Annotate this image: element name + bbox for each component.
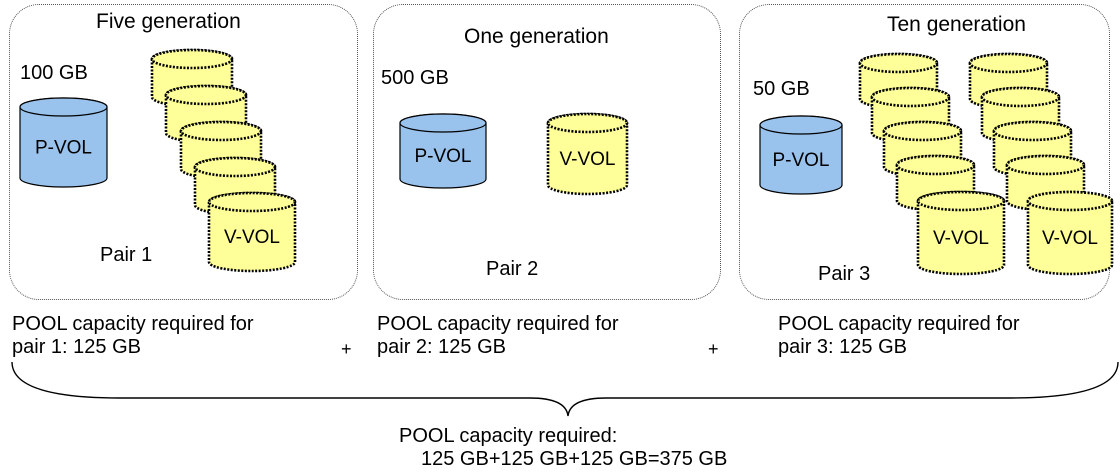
v-vol-label: V-VOL bbox=[560, 149, 616, 170]
v-vol-label: V-VOL bbox=[1042, 228, 1098, 249]
required-text-2-line2: pair 2: 125 GB bbox=[377, 336, 506, 358]
v-vol-cylinder-pair-3-gen-10: V-VOL bbox=[1026, 190, 1114, 276]
pair-label-2: Pair 2 bbox=[486, 258, 539, 280]
v-vol-label: V-VOL bbox=[224, 227, 280, 248]
required-text-1: POOL capacity required for pair 1: 125 G… bbox=[12, 313, 254, 359]
generation-title-2: One generation bbox=[464, 25, 609, 48]
pair-label-1: Pair 1 bbox=[100, 244, 153, 266]
p-vol-cylinder-pair-1: P-VOL bbox=[19, 97, 108, 188]
plus-operator-2: + bbox=[708, 339, 719, 359]
p-vol-label: P-VOL bbox=[35, 138, 92, 159]
required-text-2-line1: POOL capacity required for bbox=[377, 313, 619, 335]
capacity-label-1: 100 GB bbox=[20, 62, 88, 84]
generation-title-1: Five generation bbox=[96, 10, 241, 33]
total-required-line2: 125 GB+125 GB+125 GB=375 GB bbox=[421, 448, 728, 470]
pair-label-3: Pair 3 bbox=[818, 263, 871, 285]
p-vol-label: P-VOL bbox=[414, 146, 471, 167]
p-vol-label: P-VOL bbox=[772, 150, 829, 171]
required-text-3: POOL capacity required for pair 3: 125 G… bbox=[778, 313, 1020, 359]
generation-title-3: Ten generation bbox=[887, 13, 1026, 36]
capacity-label-3: 50 GB bbox=[753, 78, 810, 100]
p-vol-cylinder-pair-3: P-VOL bbox=[759, 115, 843, 195]
v-vol-cylinder-pair-2-gen-1: V-VOL bbox=[546, 112, 629, 196]
required-text-1-line1: POOL capacity required for bbox=[12, 313, 254, 335]
plus-operator-1: + bbox=[341, 339, 352, 359]
p-vol-cylinder-pair-2: P-VOL bbox=[399, 113, 487, 189]
capacity-label-2: 500 GB bbox=[381, 67, 449, 89]
curly-brace bbox=[11, 361, 1119, 417]
required-text-3-line2: pair 3: 125 GB bbox=[778, 336, 907, 358]
required-text-2: POOL capacity required for pair 2: 125 G… bbox=[377, 313, 619, 359]
total-required-line1: POOL capacity required: bbox=[399, 425, 618, 447]
required-text-1-line2: pair 1: 125 GB bbox=[12, 336, 141, 358]
v-vol-label: V-VOL bbox=[933, 228, 989, 249]
v-vol-cylinder-pair-1-gen-5: V-VOL bbox=[207, 191, 297, 273]
v-vol-cylinder-pair-3-gen-5: V-VOL bbox=[916, 190, 1006, 276]
required-text-3-line1: POOL capacity required for bbox=[778, 313, 1020, 335]
